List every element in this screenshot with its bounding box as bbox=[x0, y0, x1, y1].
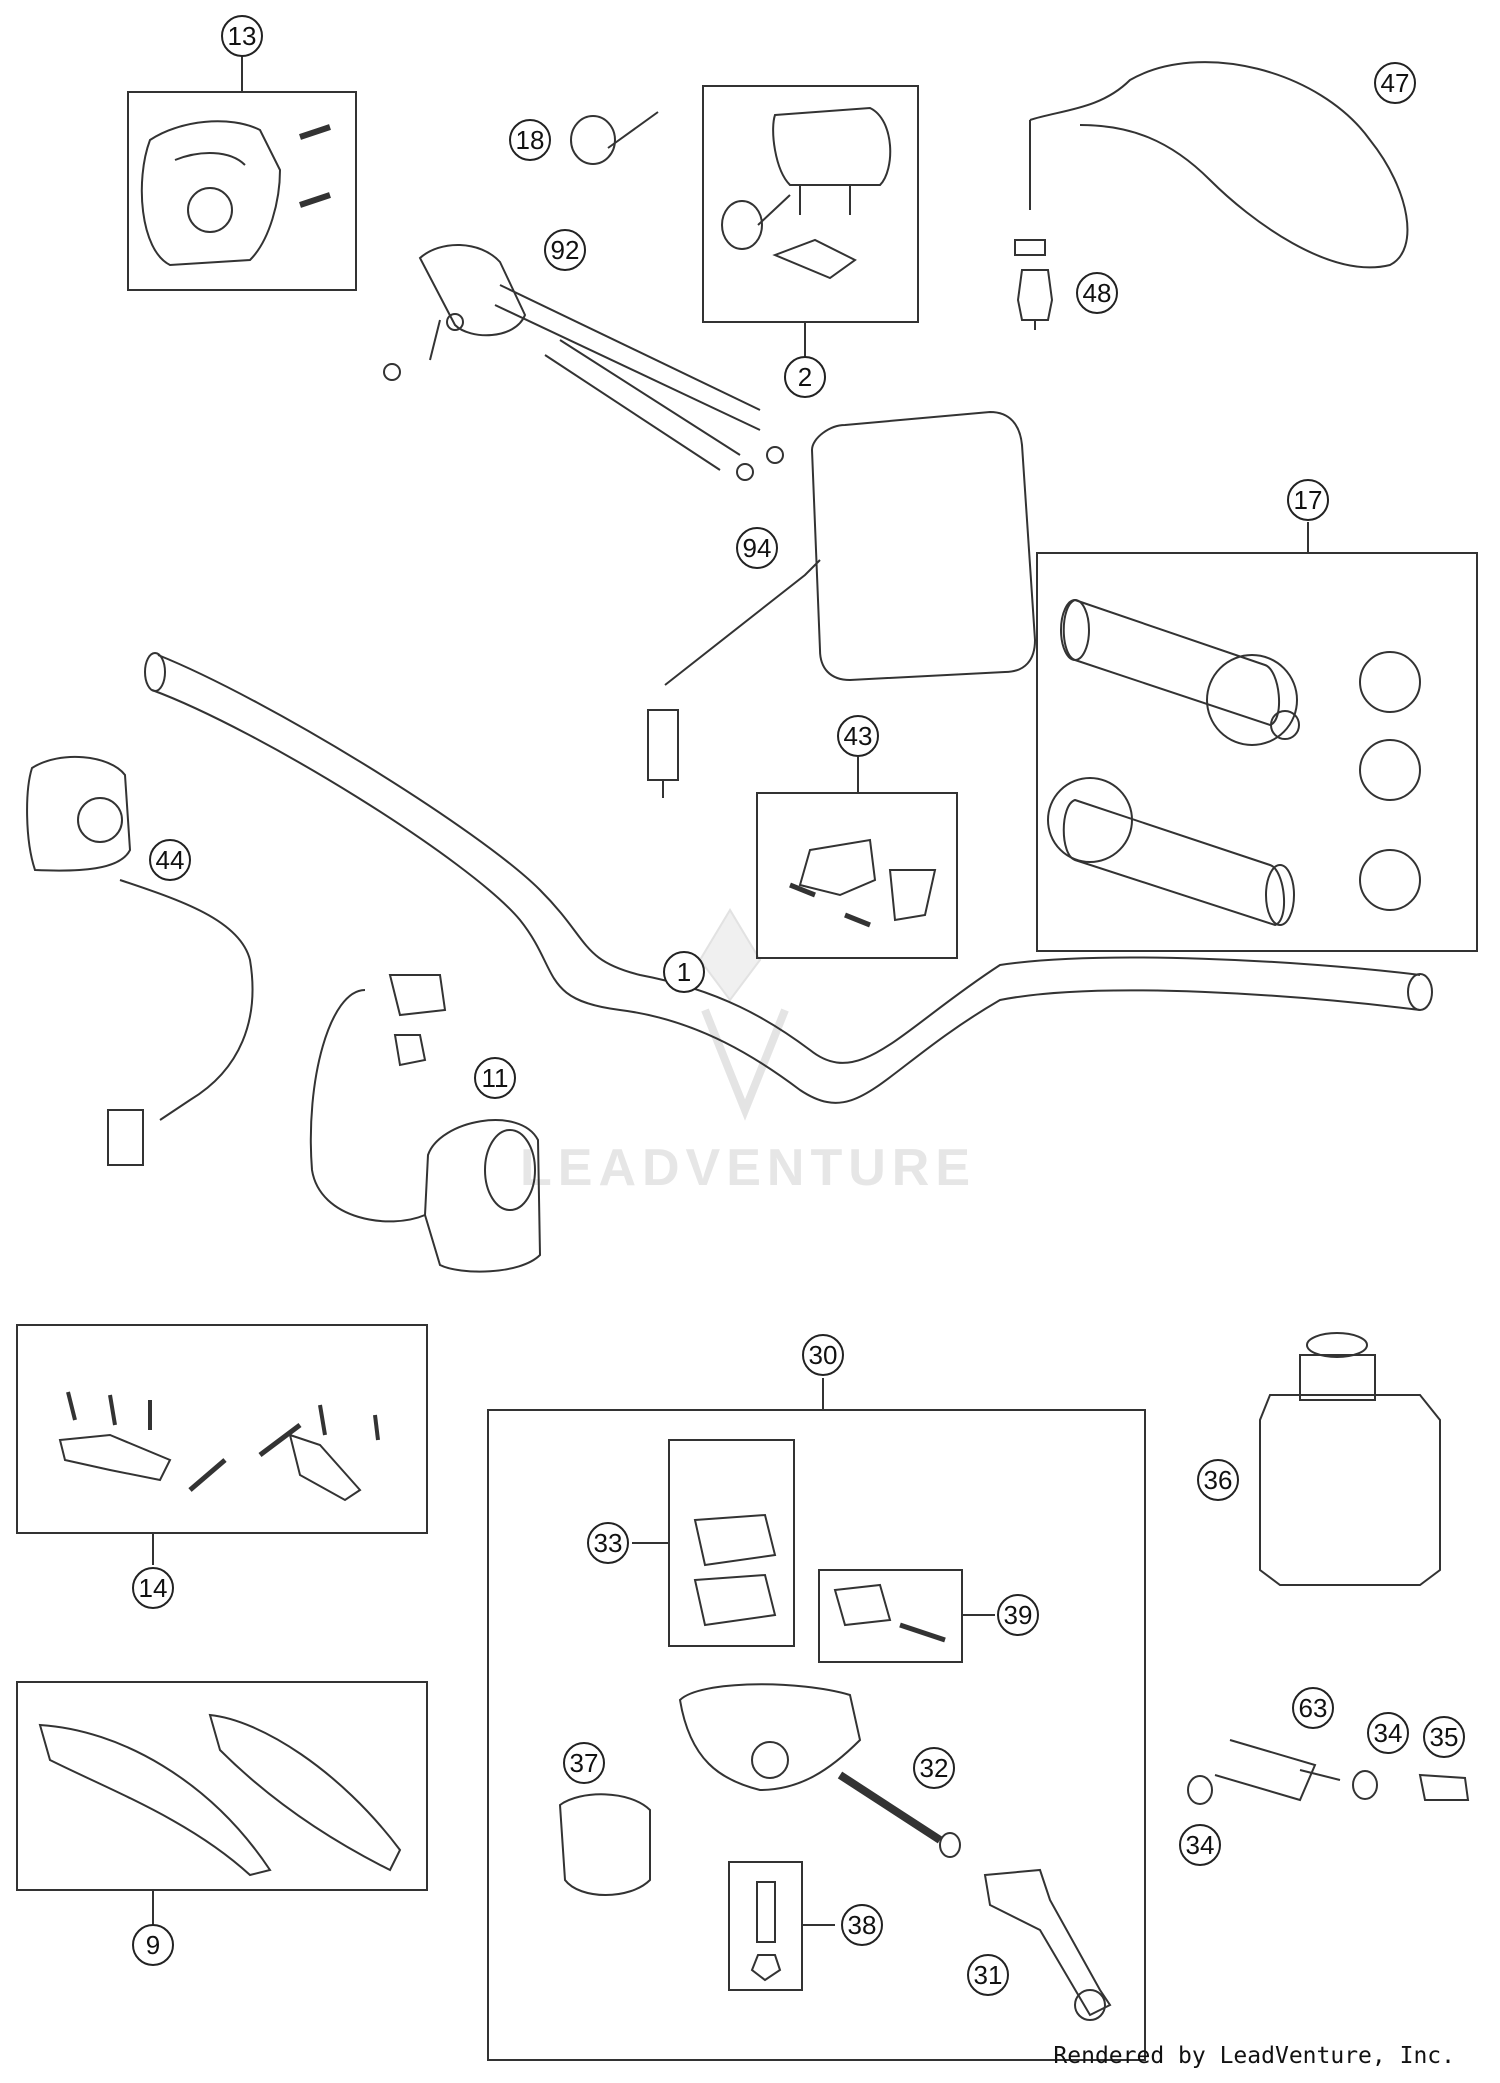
part-36-fluid-bottle bbox=[1259, 1332, 1441, 1586]
svg-text:33: 33 bbox=[594, 1528, 623, 1558]
callout-1: 1 bbox=[663, 951, 705, 993]
svg-text:13: 13 bbox=[228, 21, 257, 51]
part-18-cable-tie bbox=[570, 111, 659, 165]
callout-35: 35 bbox=[1423, 1716, 1465, 1758]
leader-lines bbox=[152, 56, 1309, 1928]
svg-text:92: 92 bbox=[551, 235, 580, 265]
callout-34-upper: 34 bbox=[1367, 1712, 1409, 1754]
svg-text:43: 43 bbox=[844, 721, 873, 751]
callout-36: 36 bbox=[1197, 1459, 1239, 1501]
callout-13: 13 bbox=[221, 15, 263, 57]
callout-92: 92 bbox=[544, 229, 586, 271]
svg-text:18: 18 bbox=[516, 125, 545, 155]
svg-text:94: 94 bbox=[743, 533, 772, 563]
svg-text:63: 63 bbox=[1299, 1693, 1328, 1723]
part-44-left-switch bbox=[26, 755, 254, 1166]
callout-9: 9 bbox=[132, 1924, 174, 1966]
part-35-banjo-bolt bbox=[1418, 1773, 1470, 1801]
box-38-bolt-kit bbox=[728, 1861, 803, 1991]
callout-43: 43 bbox=[837, 715, 879, 757]
part-34-washer-a bbox=[1352, 1770, 1378, 1800]
svg-text:48: 48 bbox=[1083, 278, 1112, 308]
callout-33: 33 bbox=[587, 1522, 629, 1564]
callout-11: 11 bbox=[474, 1057, 516, 1099]
svg-text:39: 39 bbox=[1004, 1600, 1033, 1630]
svg-text:36: 36 bbox=[1204, 1465, 1233, 1495]
box-2-switch-kit bbox=[702, 85, 919, 323]
box-30-master-cylinder-kit bbox=[487, 1409, 1146, 2061]
part-34-washer-b bbox=[1187, 1775, 1213, 1805]
callout-32: 32 bbox=[913, 1747, 955, 1789]
svg-text:34: 34 bbox=[1374, 1718, 1403, 1748]
part-92-throttle-cables bbox=[383, 244, 784, 481]
svg-text:47: 47 bbox=[1381, 68, 1410, 98]
handlebar bbox=[144, 652, 1433, 1104]
box-43-clamp-kit bbox=[756, 792, 958, 959]
svg-text:38: 38 bbox=[848, 1910, 877, 1940]
svg-text:35: 35 bbox=[1430, 1722, 1459, 1752]
box-17-grip-set bbox=[1036, 552, 1478, 952]
part-63-brake-line bbox=[1214, 1739, 1341, 1802]
part-37-lever-guard bbox=[558, 1793, 651, 1896]
master-cylinder-body bbox=[678, 1683, 862, 1792]
svg-text:17: 17 bbox=[1294, 485, 1323, 515]
svg-text:34: 34 bbox=[1186, 1830, 1215, 1860]
render-credit: Rendered by LeadVenture, Inc. bbox=[1053, 2043, 1455, 2069]
svg-text:14: 14 bbox=[139, 1573, 168, 1603]
callout-48: 48 bbox=[1076, 272, 1118, 314]
svg-text:1: 1 bbox=[677, 957, 691, 987]
callout-38: 38 bbox=[841, 1904, 883, 1946]
svg-text:9: 9 bbox=[146, 1930, 160, 1960]
callout-39: 39 bbox=[997, 1594, 1039, 1636]
svg-text:11: 11 bbox=[482, 1063, 509, 1093]
callout-30: 30 bbox=[802, 1334, 844, 1376]
callout-37: 37 bbox=[563, 1742, 605, 1784]
callout-63: 63 bbox=[1292, 1687, 1334, 1729]
part-31-brake-lever bbox=[983, 1868, 1112, 2021]
callout-94: 94 bbox=[736, 527, 778, 569]
svg-text:37: 37 bbox=[570, 1748, 599, 1778]
svg-text:2: 2 bbox=[798, 362, 812, 392]
callout-2: 2 bbox=[784, 356, 826, 398]
callout-18: 18 bbox=[509, 119, 551, 161]
box-39-pin-kit bbox=[818, 1569, 963, 1663]
svg-text:44: 44 bbox=[156, 845, 185, 875]
watermark-text: LEADVENTURE bbox=[520, 1139, 976, 1197]
callout-44: 44 bbox=[149, 839, 191, 881]
part-94-mirror bbox=[647, 410, 1037, 798]
callout-14: 14 bbox=[132, 1567, 174, 1609]
part-47-mirror bbox=[1014, 61, 1409, 269]
part-48-mirror-adapter bbox=[1016, 269, 1054, 330]
leadventure-watermark: LEADVENTURE bbox=[520, 908, 976, 1197]
callout-17: 17 bbox=[1287, 479, 1329, 521]
svg-text:30: 30 bbox=[809, 1340, 838, 1370]
box-33-reservoir-cover bbox=[668, 1439, 795, 1647]
callout-47: 47 bbox=[1374, 62, 1416, 104]
part-32-pushrod bbox=[837, 1771, 961, 1858]
callout-34-lower: 34 bbox=[1179, 1824, 1221, 1866]
box-14-bracket-kit bbox=[16, 1324, 428, 1534]
callouts: 13 18 92 2 47 48 94 17 43 44 1 11 30 36 … bbox=[132, 15, 1465, 1996]
callout-31: 31 bbox=[967, 1954, 1009, 1996]
box-13-throttle-housing bbox=[127, 91, 357, 291]
part-11-right-switch bbox=[309, 974, 542, 1273]
box-9-handguards bbox=[16, 1681, 428, 1891]
svg-text:32: 32 bbox=[920, 1753, 949, 1783]
svg-text:31: 31 bbox=[974, 1960, 1003, 1990]
